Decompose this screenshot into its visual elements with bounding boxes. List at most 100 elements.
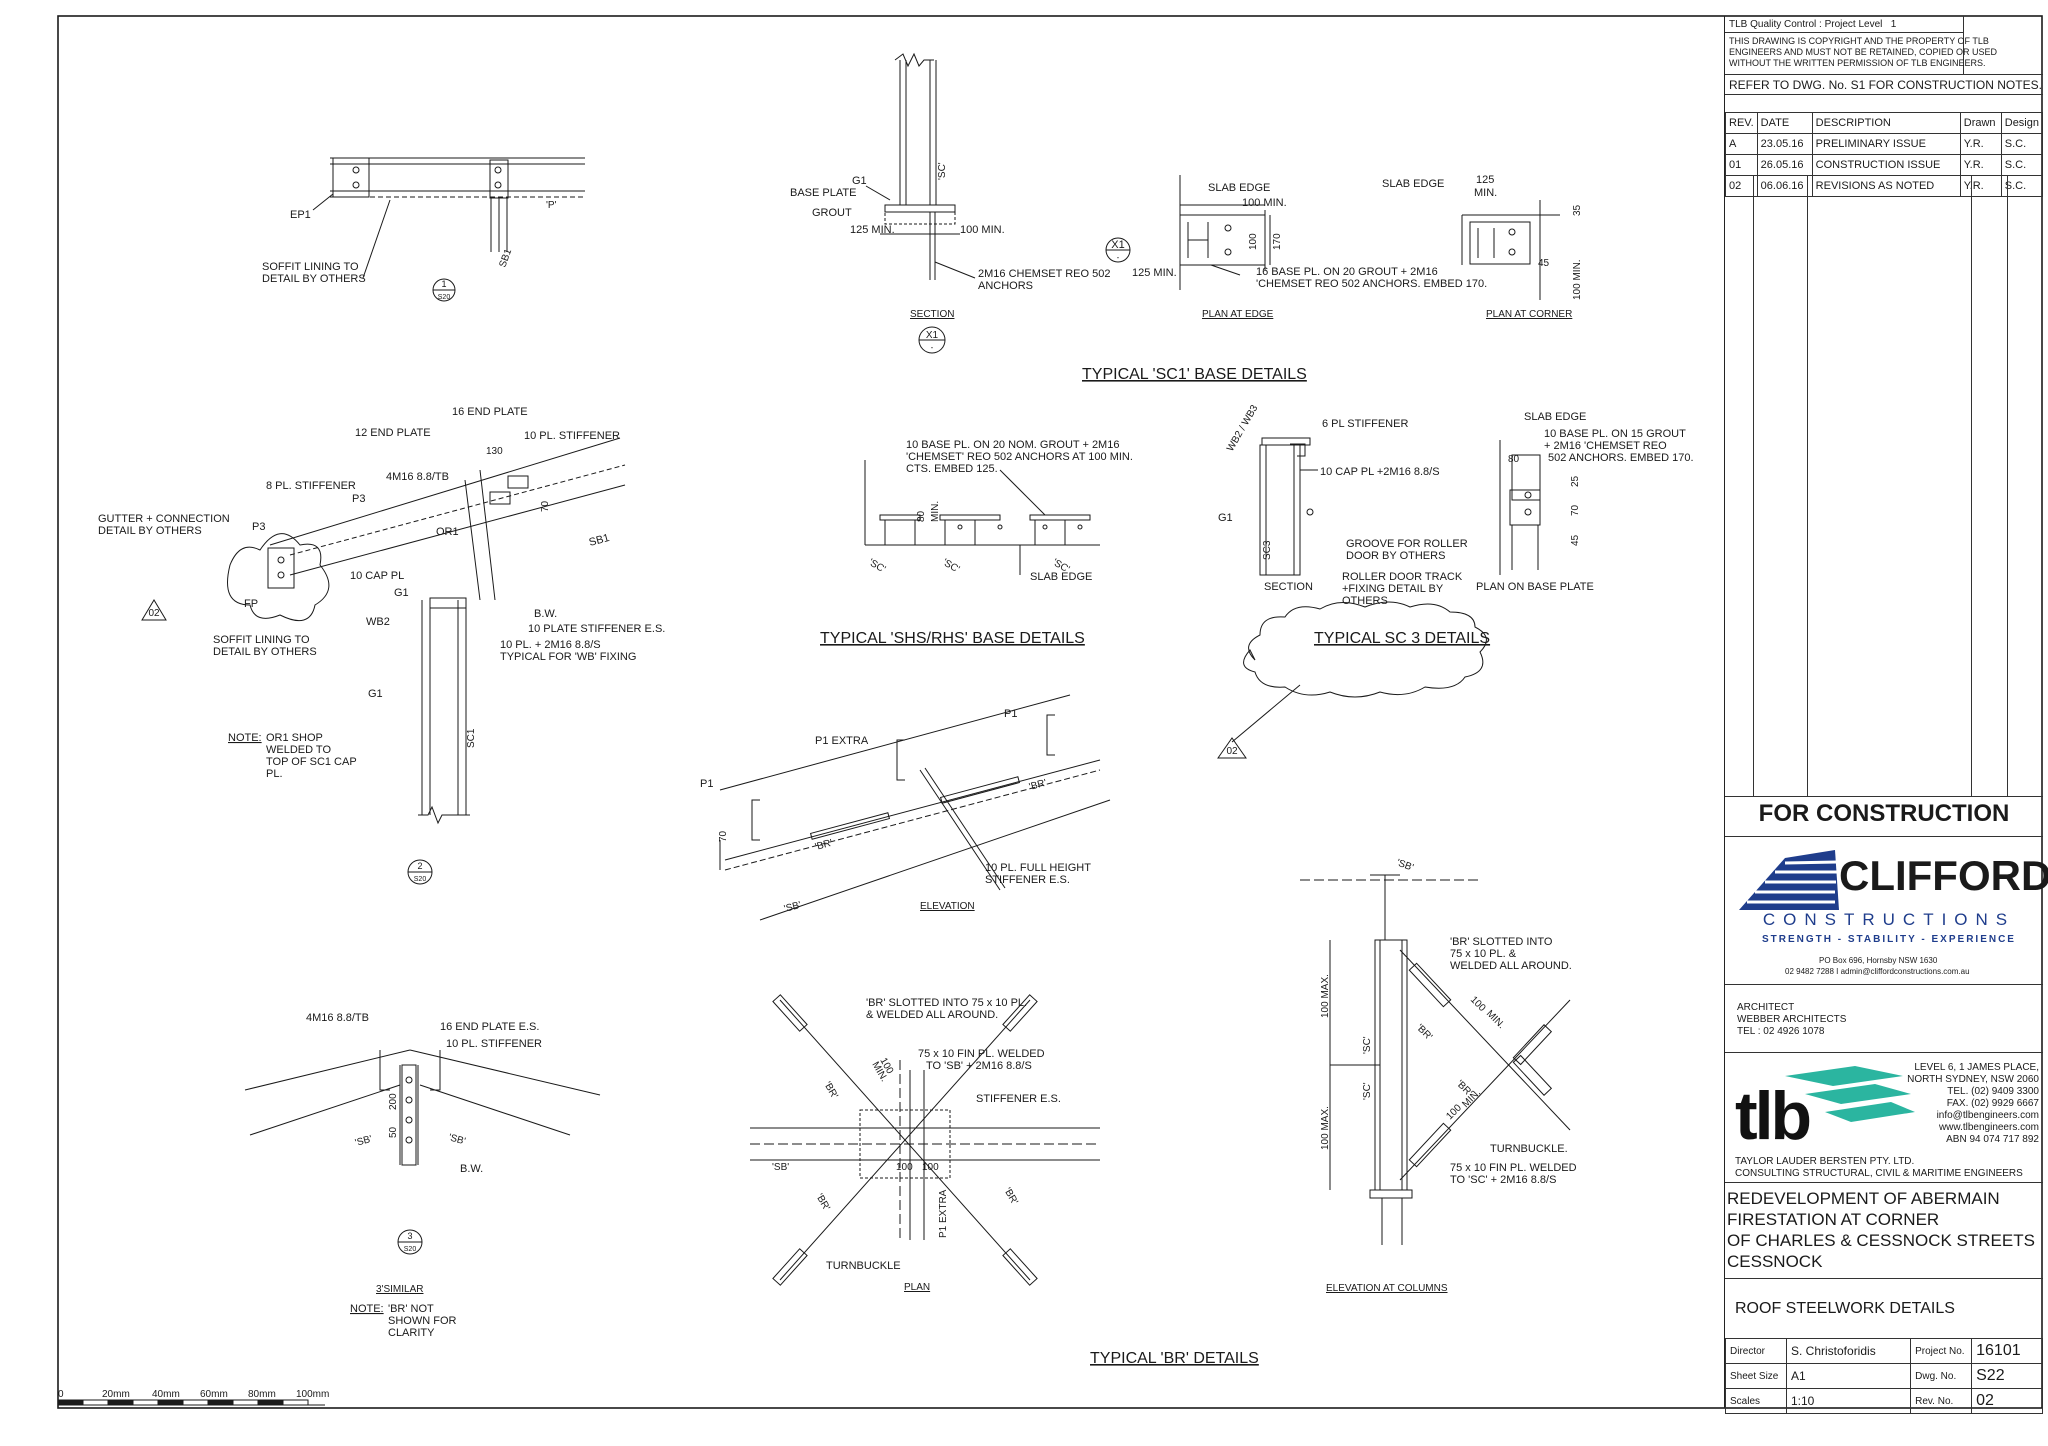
- label-roller-1: ROLLER DOOR TRACK: [1342, 571, 1463, 583]
- rev-triangle-2: 02: [1226, 746, 1238, 757]
- title-elev-columns: ELEVATION AT COLUMNS: [1326, 1283, 1448, 1294]
- sheet-border: [57, 15, 2043, 1409]
- revision-table: REV. DATE DESCRIPTION Drawn Design A 23.…: [1725, 112, 2044, 197]
- label-full-height-1: 10 PL. FULL HEIGHT: [985, 862, 1091, 874]
- label-sc1-col: SC1: [466, 728, 477, 748]
- label-sc-section: 'SC': [937, 162, 948, 180]
- label-sc3-base-2: + 2M16 'CHEMSET REO: [1544, 440, 1667, 452]
- scale-40: 40mm: [152, 1389, 180, 1400]
- label-p: 'P': [546, 200, 557, 211]
- sc3-details: [1217, 437, 1541, 759]
- label-note-3c: CLARITY: [388, 1327, 435, 1339]
- label-g1-sc3: G1: [1218, 512, 1233, 524]
- label-br-plan-3: 'BR': [1001, 1186, 1019, 1207]
- clifford-building-icon: [1739, 850, 1839, 910]
- scale-0: 0: [58, 1389, 64, 1400]
- tlb-addr-line: info@tlbengineers.com: [1936, 1110, 2039, 1121]
- label-note-2c: TOP OF SC1 CAP: [266, 756, 357, 768]
- br-plan: [750, 994, 1100, 1286]
- label-10-cap-pl-2m16: 10 CAP PL +2M16 8.8/S: [1320, 466, 1440, 478]
- label-p1-a: P1: [1004, 708, 1017, 720]
- label-16-end-plate: 16 END PLATE: [452, 406, 528, 418]
- label-fin-1: 75 x 10 FIN PL. WELDED: [918, 1048, 1045, 1060]
- label-d45-sc3: 45: [1570, 534, 1581, 546]
- rev-cell: CONSTRUCTION ISSUE: [1811, 154, 1961, 176]
- label-sb-d3-1: 'SB': [354, 1134, 374, 1149]
- label-125min-edge: 125 MIN.: [1132, 267, 1177, 279]
- clifford-name: CLIFFORD: [1839, 852, 2048, 899]
- label-gutter-2: DETAIL BY OTHERS: [98, 525, 202, 537]
- rev-cell: 06.06.16: [1756, 175, 1813, 197]
- label-turnbuckle-col: TURNBUCKLE.: [1490, 1143, 1568, 1155]
- qc-line: TLB Quality Control : Project Level 1: [1729, 19, 1896, 30]
- label-100min: 100 MIN.: [960, 224, 1005, 236]
- label-full-height-2: STIFFENER E.S.: [985, 874, 1070, 886]
- label-br-plan-1: 'BR': [821, 1080, 839, 1101]
- label-fin-2: TO 'SB' + 2M16 8.8/S: [926, 1060, 1032, 1072]
- tlb-address: LEVEL 6, 1 JAMES PLACE, NORTH SYDNEY, NS…: [1907, 1062, 2039, 1146]
- label-sb1-vert: SB1: [497, 247, 514, 269]
- label-d25: 25: [1570, 475, 1581, 487]
- rev-cell: S.C.: [2000, 154, 2044, 176]
- tlb-addr-line: LEVEL 6, 1 JAMES PLACE,: [1914, 1062, 2039, 1073]
- label-d100-plan-a: 100: [896, 1162, 913, 1173]
- label-br-col-1: 'BR': [1414, 1022, 1434, 1042]
- rev-triangle-1: 02: [148, 608, 160, 619]
- status-for-construction: FOR CONSTRUCTION: [1758, 800, 2010, 827]
- label-base16-b: 'CHEMSET REO 502 ANCHORS. EMBED 170.: [1256, 278, 1487, 290]
- label-slab-edge-2: SLAB EDGE: [1382, 178, 1444, 190]
- title-plan: PLAN: [904, 1282, 930, 1293]
- label-125min: 125 MIN.: [850, 224, 895, 236]
- tlb-company-name: TAYLOR LAUDER BERSTEN PTY. LTD.: [1735, 1156, 1915, 1167]
- architect-tel: TEL : 02 4926 1078: [1737, 1026, 1825, 1037]
- detail-2-connection: [141, 437, 626, 885]
- label-p3-b: P3: [252, 521, 265, 533]
- label-min-col-1: MIN.: [1484, 1008, 1507, 1031]
- label-g1-2a: G1: [394, 587, 409, 599]
- label-d35: 35: [1572, 204, 1583, 216]
- label-d70-sc3: 70: [1570, 504, 1581, 516]
- label-br-plan-2: 'BR': [813, 1192, 831, 1213]
- clifford-addr-2: 02 9482 7288 I admin@cliffordconstructio…: [1785, 967, 1970, 976]
- label-grout: GROUT: [812, 207, 852, 219]
- marker-3-ref: S20: [404, 1246, 417, 1253]
- rev-cell: A: [1725, 133, 1758, 155]
- label-shs-1: 10 BASE PL. ON 20 NOM. GROUT + 2M16: [906, 439, 1119, 451]
- label-br-slotted-col-1: 'BR' SLOTTED INTO: [1450, 936, 1553, 948]
- label-p3-a: P3: [352, 493, 365, 505]
- label-slab-edge-shs: SLAB EDGE: [1030, 571, 1092, 583]
- label-br-elev-2: 'BR': [814, 838, 834, 853]
- label-sb-elev: 'SB': [783, 900, 803, 915]
- tlb-logo-text: tlb: [1735, 1078, 1812, 1154]
- label-p1-extra: P1 EXTRA: [815, 735, 869, 747]
- label-sc-col-1: 'SC': [1362, 1036, 1373, 1054]
- label-ep1: EP1: [290, 209, 311, 221]
- sc1-plan-corner: [1461, 200, 1560, 300]
- label-slab-edge-1: SLAB EDGE: [1208, 182, 1270, 194]
- rev-no-value: 02: [1971, 1388, 2043, 1414]
- scales-value: 1:10: [1785, 1388, 1912, 1414]
- label-d200: 200: [388, 1093, 399, 1110]
- label-d80-shs: 80: [916, 510, 927, 522]
- label-typical-wb: TYPICAL FOR 'WB' FIXING: [500, 651, 636, 663]
- label-fin-col-1: 75 x 10 FIN PL. WELDED: [1450, 1162, 1577, 1174]
- label-4m16-d3: 4M16 8.8/TB: [306, 1012, 369, 1024]
- table-row: 02 06.06.16 REVISIONS AS NOTED Y.R. S.C.: [1725, 175, 2044, 197]
- label-sb-d3-2: 'SB': [447, 1132, 467, 1147]
- marker-1-num: 1: [441, 279, 446, 289]
- marker-x1b-num: X1: [926, 330, 939, 341]
- qc-label: TLB Quality Control : Project Level: [1729, 19, 1883, 30]
- label-sb1-rafter: SB1: [588, 532, 611, 549]
- rev-cell: 01: [1725, 154, 1758, 176]
- rev-cell: 23.05.16: [1756, 133, 1813, 155]
- marker-x1-num: X1: [1111, 239, 1124, 251]
- marker-2-ref: S20: [414, 876, 427, 883]
- label-10pl-stiffener-d3: 10 PL. STIFFENER: [446, 1038, 542, 1050]
- dwg-no-label: Dwg. No.: [1910, 1363, 1973, 1389]
- label-100max-2: 100 MAX.: [1320, 1106, 1331, 1150]
- rev-cell: S.C.: [2000, 133, 2044, 155]
- label-br-slotted-2: & WELDED ALL AROUND.: [866, 1009, 998, 1021]
- label-fp: FP: [244, 598, 258, 610]
- scale-bar: [57, 1399, 325, 1406]
- label-g1-2b: G1: [368, 688, 383, 700]
